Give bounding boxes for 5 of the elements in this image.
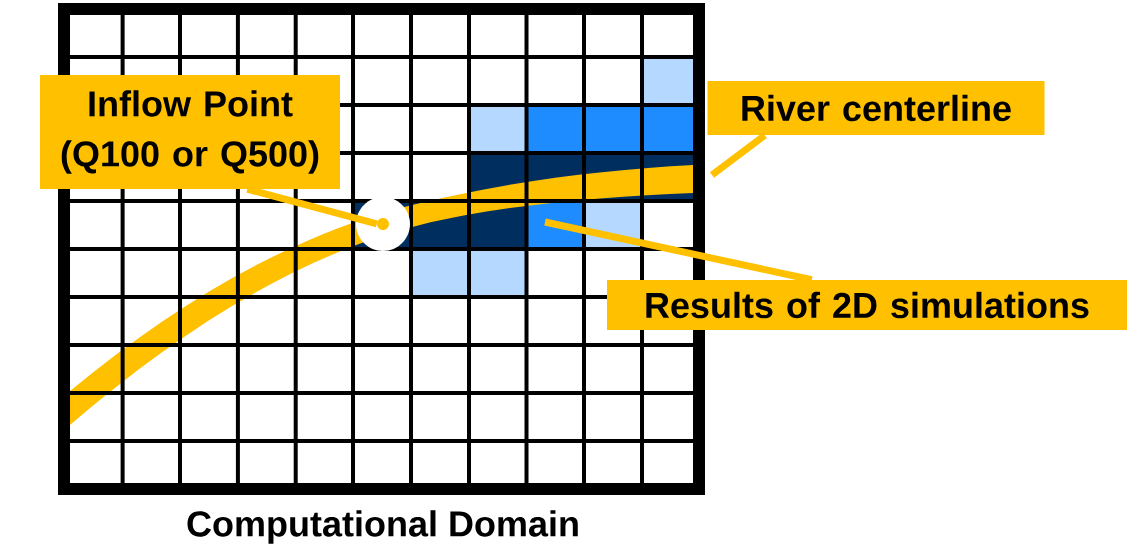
callout-box: Inflow Point (Q100 or Q500)	[40, 75, 340, 189]
callout-box: Results of 2D simulations	[607, 280, 1127, 330]
callout-box: River centerline	[707, 81, 1045, 135]
leader-line	[709, 132, 767, 178]
caption: Computational Domain	[187, 510, 578, 544]
